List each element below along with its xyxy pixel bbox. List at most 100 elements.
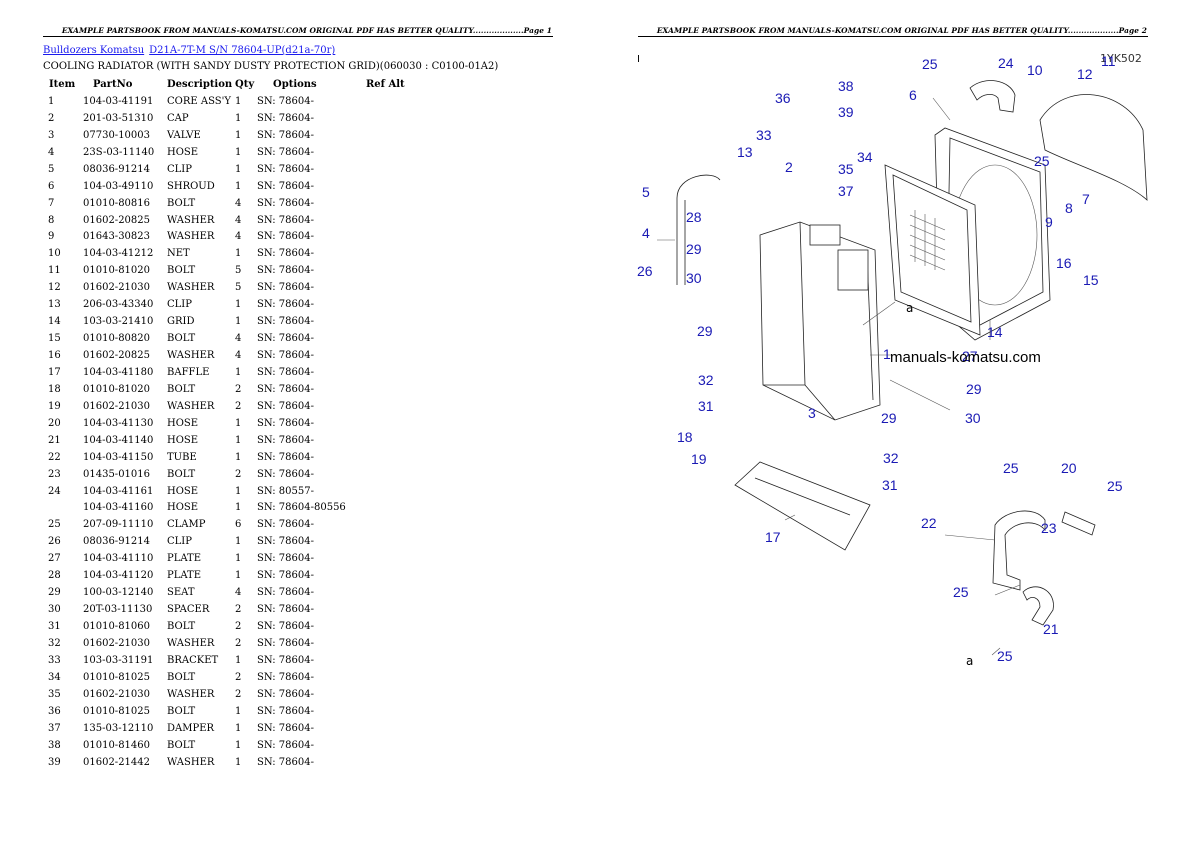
cell-description: WASHER [167, 756, 215, 768]
cell-refalt [366, 703, 426, 720]
cell-partno: 135-03-12110 [83, 722, 154, 734]
cell-options: SN: 78604- [257, 519, 314, 531]
cell-qty: 1 [235, 95, 242, 107]
cell-item: 39 [48, 756, 61, 768]
cell-refalt [366, 245, 426, 262]
cell-refalt [366, 432, 426, 449]
callout-12: 12 [1077, 66, 1093, 82]
callout-15: 15 [1083, 272, 1099, 288]
cell-description: BOLT [167, 197, 196, 209]
cell-qty: 2 [235, 621, 242, 633]
cell-partno: 08036-91214 [83, 536, 151, 548]
cell-description: CLAMP [167, 519, 206, 531]
cell-item: 20 [48, 417, 61, 429]
column-header-description: Description [167, 79, 233, 90]
callout-39: 39 [838, 104, 854, 120]
hose-24-part [969, 80, 1016, 113]
callout-5: 5 [642, 184, 650, 200]
cell-description: VALVE [167, 129, 201, 141]
corner-mark: I [637, 54, 640, 65]
column-header-qty: Qty [235, 79, 255, 90]
cell-partno: 01010-81025 [83, 671, 151, 683]
callout-29: 29 [881, 410, 897, 426]
callout-16: 16 [1056, 255, 1072, 271]
hose-4-part [676, 198, 686, 285]
callout-30: 30 [965, 410, 981, 426]
cell-refalt [366, 195, 426, 212]
cell-description: BRACKET [167, 654, 219, 666]
cell-qty: 5 [235, 282, 242, 294]
arrow-label-a: a [906, 301, 913, 315]
breadcrumb-link-model[interactable]: D21A-7T-M S/N 78604-UP(d21a-70r) [149, 45, 336, 56]
cell-description: SHROUD [167, 180, 215, 192]
cell-description: HOSE [167, 485, 199, 497]
cell-item: 21 [48, 434, 61, 446]
cell-qty: 2 [235, 604, 242, 616]
cell-qty: 1 [235, 722, 242, 734]
exploded-diagram-page: EXAMPLE PARTSBOOK FROM MANUALS-KOMATSU.C… [595, 0, 1190, 842]
cell-qty: 1 [235, 570, 242, 582]
cell-options: SN: 78604- [257, 705, 314, 717]
cell-description: WASHER [167, 231, 215, 243]
cell-partno: 103-03-31191 [83, 654, 154, 666]
callout-38: 38 [838, 78, 854, 94]
cell-refalt [366, 212, 426, 229]
cell-description: HOSE [167, 502, 199, 514]
cell-options: SN: 78604- [257, 604, 314, 616]
cell-partno: 104-03-41160 [83, 502, 154, 514]
callout-24: 24 [998, 55, 1014, 71]
cell-qty: 1 [235, 485, 242, 497]
cell-item: 33 [48, 654, 61, 666]
callout-36: 36 [775, 90, 791, 106]
cell-qty: 2 [235, 468, 242, 480]
cell-options: SN: 78604- [257, 451, 314, 463]
callout-18: 18 [677, 429, 693, 445]
callout-1: 1 [883, 346, 891, 362]
cell-refalt [366, 279, 426, 296]
callout-23: 23 [1041, 520, 1057, 536]
cell-refalt [366, 262, 426, 279]
cell-options: SN: 78604- [257, 621, 314, 633]
cell-item [43, 500, 83, 517]
cell-partno: 104-03-41180 [83, 366, 154, 378]
cell-item: 26 [48, 536, 61, 548]
cell-description: BOLT [167, 333, 196, 345]
cell-qty: 2 [235, 400, 242, 412]
cell-qty: 1 [235, 163, 242, 175]
cell-options: SN: 78604-80556 [257, 502, 346, 514]
net-part [1039, 94, 1148, 201]
cell-refalt [366, 364, 426, 381]
cell-qty: 1 [235, 299, 242, 311]
cell-refalt [366, 533, 426, 550]
cell-qty: 1 [235, 739, 242, 751]
cell-partno: 01602-21030 [83, 400, 151, 412]
hose-4-bend [676, 174, 721, 199]
cell-qty: 1 [235, 112, 242, 124]
cell-options: SN: 78604- [257, 553, 314, 565]
cell-qty: 1 [235, 366, 242, 378]
cell-options: SN: 78604- [257, 299, 314, 311]
cell-qty: 1 [235, 756, 242, 768]
cell-options: SN: 78604- [257, 282, 314, 294]
cell-options: SN: 78604- [257, 587, 314, 599]
cell-item: 22 [48, 451, 61, 463]
cell-description: SEAT [167, 587, 195, 599]
callout-22: 22 [921, 515, 937, 531]
cell-partno: 01010-81460 [83, 739, 151, 751]
cell-item: 7 [48, 197, 55, 209]
parts-list-page: EXAMPLE PARTSBOOK FROM MANUALS-KOMATSU.C… [43, 26, 553, 771]
breadcrumb-link-bulldozers[interactable]: Bulldozers Komatsu [43, 45, 145, 56]
cell-options: SN: 78604- [257, 688, 314, 700]
